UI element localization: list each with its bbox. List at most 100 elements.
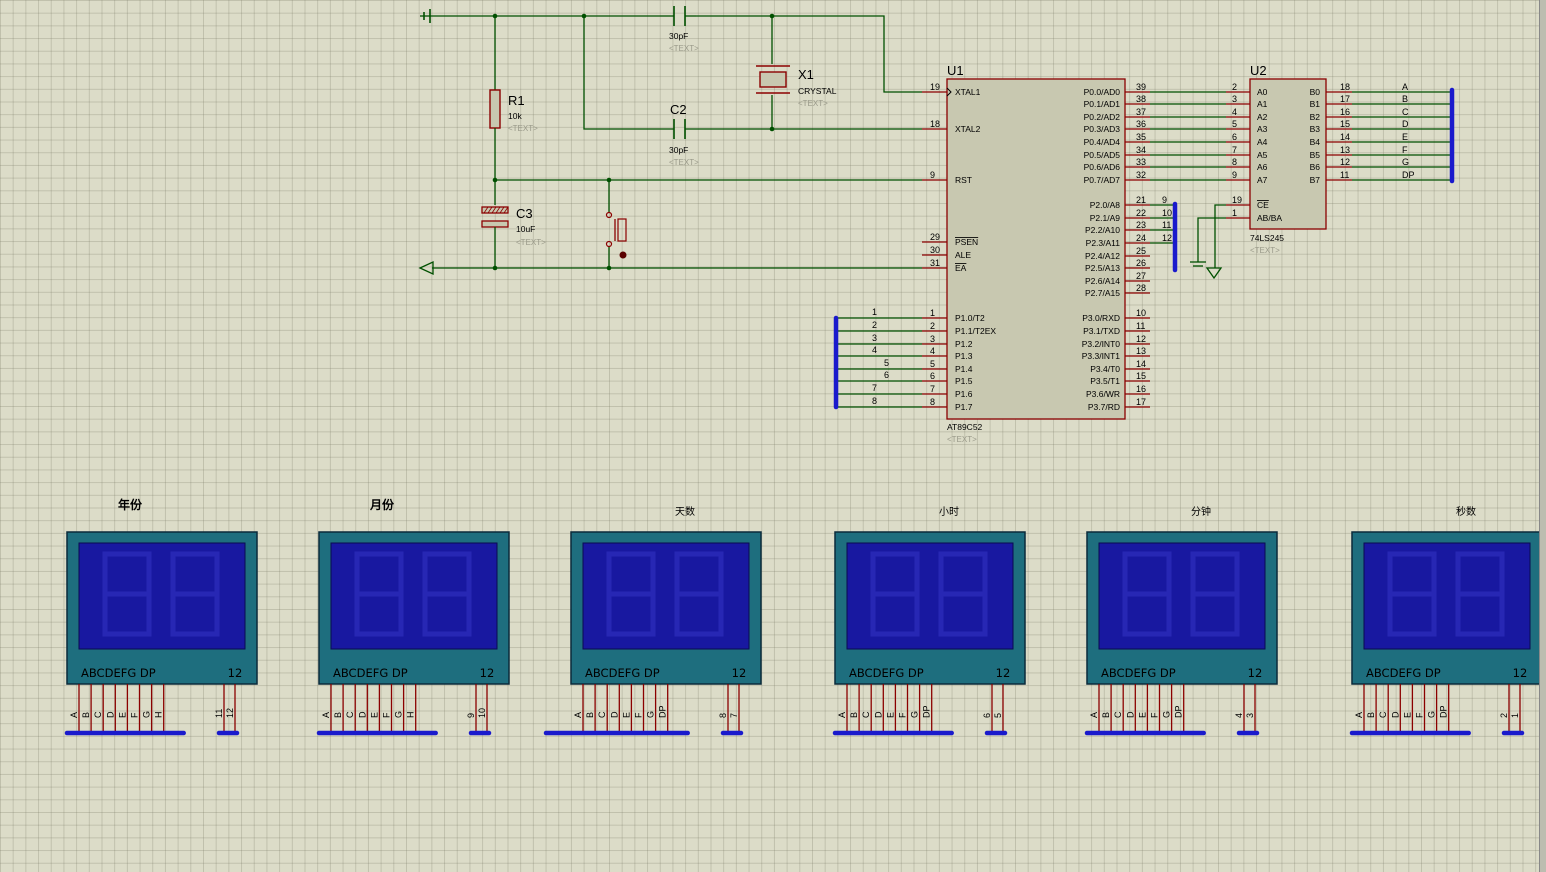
clock-marker-icon [946, 87, 952, 97]
net-label: G [1402, 157, 1409, 167]
display-module[interactable] [318, 531, 510, 685]
display-module[interactable] [1351, 531, 1543, 685]
junction-dot [492, 265, 498, 271]
u2-pin-name: A3 [1257, 124, 1268, 134]
u2-chip-body[interactable] [1249, 78, 1327, 230]
p1-net-label: 8 [872, 396, 877, 406]
u1-pin-name: P2.0/A8 [1090, 200, 1121, 210]
display-pin-label: B [1101, 712, 1111, 718]
display-com-label: 7 [729, 713, 739, 718]
c2-text-placeholder: <TEXT> [669, 158, 699, 167]
p1-net-label: 4 [872, 345, 877, 355]
xtal1-wire[interactable] [696, 15, 922, 93]
display-com-label: 5 [993, 713, 1003, 718]
u1-pin-name: P1.3 [955, 351, 973, 361]
u2-pin-name: AB/BA [1257, 213, 1282, 223]
display-com-label: 11 [214, 709, 224, 718]
c2-value: 30pF [669, 145, 688, 155]
u1-pin-number: 34 [1136, 145, 1146, 155]
u1-pin-number: 31 [930, 258, 940, 268]
r1-reference: R1 [508, 93, 525, 108]
display-com-label: 6 [982, 713, 992, 718]
junction-dot [492, 177, 498, 183]
c2-left-wire[interactable] [583, 16, 674, 130]
segment-outline [170, 591, 220, 637]
u1-pin-name: EA [955, 263, 967, 273]
u2-pin-name: B0 [1310, 87, 1321, 97]
display-pin-label: D [873, 711, 883, 718]
u2-part-name: 74LS245 [1250, 233, 1284, 243]
display-pin-label: G [646, 711, 656, 718]
p2-net-label: 12 [1162, 233, 1172, 243]
display-pin-label: C [1113, 711, 1123, 718]
u1-pin-name: P2.7/A15 [1085, 288, 1120, 298]
segment-outline [606, 591, 656, 637]
u2-pin-name: B3 [1310, 124, 1321, 134]
c3-hatch[interactable] [503, 206, 509, 214]
u1-pin-number: 6 [930, 371, 935, 381]
net-label: B [1402, 94, 1408, 104]
dir-ground-wire[interactable] [1197, 217, 1226, 262]
display-module[interactable] [570, 531, 762, 685]
display-pin-label: E [369, 712, 379, 718]
net-label: D [1402, 119, 1409, 129]
segment-outline [870, 591, 920, 637]
ce-ground-wire[interactable] [1214, 204, 1226, 268]
u1-pin-name: P3.6/WR [1086, 389, 1120, 399]
display-pin-label: C [1378, 711, 1388, 718]
u1-pin-number: 13 [1136, 346, 1146, 356]
display-pin-label: A [321, 712, 331, 718]
u2-pin-number: 19 [1232, 195, 1242, 205]
u1-text-placeholder: <TEXT> [947, 435, 977, 444]
x1-crystal-body[interactable] [759, 71, 787, 88]
u2-pin-number: 16 [1340, 107, 1350, 117]
u1-pin-name: XTAL2 [955, 124, 981, 134]
u1-pin-number: 14 [1136, 359, 1146, 369]
button-press-icon[interactable] [619, 251, 627, 259]
u2-pin-name: B7 [1310, 175, 1321, 185]
u1-pin-number: 4 [930, 346, 935, 356]
u1-pin-number: 22 [1136, 208, 1146, 218]
u1-part-name: AT89C52 [947, 422, 983, 432]
u2-pin-number: 5 [1232, 119, 1237, 129]
u1-pin-number: 26 [1136, 258, 1146, 268]
display-title: 天数 [675, 505, 695, 518]
u1-chip-body[interactable] [946, 78, 1126, 420]
p1-net-label: 1 [872, 307, 877, 317]
c3-hatch[interactable] [483, 206, 489, 214]
c3-hatch[interactable] [487, 206, 493, 214]
u2-pin-number: 9 [1232, 170, 1237, 180]
c3-hatch[interactable] [491, 206, 497, 214]
r1-value: 10k [508, 111, 522, 121]
display-module[interactable] [1086, 531, 1278, 685]
u1-pin-number: 16 [1136, 384, 1146, 394]
u1-pin-name: P0.2/AD2 [1084, 112, 1121, 122]
u2-pin-name: B5 [1310, 150, 1321, 160]
junction-dot [606, 265, 612, 271]
u1-pin-name: P1.4 [955, 364, 973, 374]
display-pin-label: E [117, 712, 127, 718]
segment-outline [1190, 591, 1240, 637]
u1-pin-number: 28 [1136, 283, 1146, 293]
digit-labels: 12 [1513, 666, 1528, 680]
u1-pin-number: 24 [1136, 233, 1146, 243]
u1-pin-name: P3.1/TXD [1083, 326, 1120, 336]
segment-labels: ABCDEFG DP [1366, 666, 1441, 680]
display-module[interactable] [834, 531, 1026, 685]
u1-pin-name: P0.0/AD0 [1084, 87, 1121, 97]
u1-pin-name: P3.7/RD [1088, 402, 1120, 412]
net-label: E [1402, 132, 1408, 142]
c3-hatch[interactable] [495, 206, 501, 214]
u1-pin-name: P3.2/INT0 [1082, 339, 1121, 349]
u1-pin-name: P3.3/INT1 [1082, 351, 1121, 361]
c3-plate-positive [481, 206, 509, 214]
r1-resistor-body[interactable] [489, 89, 501, 129]
reset-button-actuator[interactable] [617, 218, 627, 242]
c3-hatch[interactable] [499, 206, 505, 214]
c1-value: 30pF [669, 31, 688, 41]
display-module[interactable] [66, 531, 258, 685]
display-pin-label: D [105, 711, 115, 718]
u1-pin-number: 32 [1136, 170, 1146, 180]
